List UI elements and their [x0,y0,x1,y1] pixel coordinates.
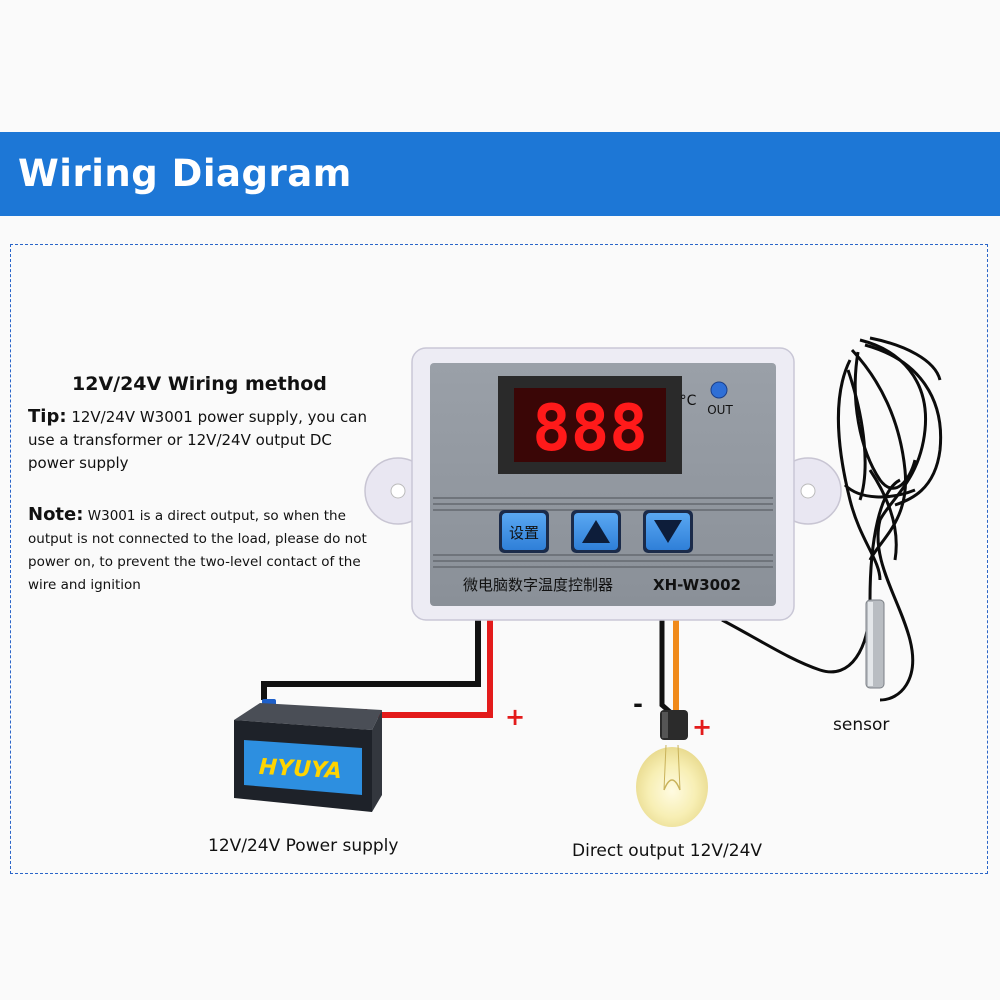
diagram-frame [10,244,988,874]
output-plus-mark: + [692,713,713,741]
light-bulb-icon [636,710,708,827]
note-label: Note: [28,504,84,525]
device-name-cn: 微电脑数字温度控制器 [463,576,613,594]
battery-icon: HYUYA [234,699,382,812]
sensor-probe [865,599,885,689]
tip-text: 12V/24V W3001 power supply, you can use … [28,408,367,472]
panel-stripes [433,497,773,568]
tip-paragraph: Tip: 12V/24V W3001 power supply, you can… [28,405,368,475]
down-button[interactable] [643,510,693,553]
arrow-up-icon [582,520,610,543]
direct-output-caption: Direct output 12V/24V [572,841,763,861]
temperature-display: 888 [532,392,648,466]
set-button[interactable]: 设置 [499,510,549,553]
tip-label: Tip: [28,406,67,427]
output-minus-mark: - [633,690,643,718]
note-paragraph: Note: W3001 is a direct output, so when … [28,503,368,597]
out-indicator-led [710,381,728,399]
output-wires [659,620,679,714]
page-title: Wiring Diagram [18,152,352,195]
power-supply-caption: 12V/24V Power supply [208,836,399,856]
power-minus-mark: - [448,670,458,698]
sensor-caption: sensor [833,715,890,735]
header-banner: Wiring Diagram [0,132,1000,216]
device-model: XH-W3002 [653,576,741,594]
note-text: W3001 is a direct output, so when the ou… [28,508,367,593]
battery-brand: HYUYA [258,755,342,784]
power-plus-mark: + [505,703,526,731]
power-wires [261,615,493,718]
wiring-method-heading: 12V/24V Wiring method [72,373,327,395]
out-label: OUT [707,403,733,417]
set-button-label: 设置 [509,524,539,542]
arrow-down-icon [654,520,682,543]
up-button[interactable] [571,510,621,553]
celsius-unit: °C [680,393,697,409]
sensor-cable [721,336,943,702]
